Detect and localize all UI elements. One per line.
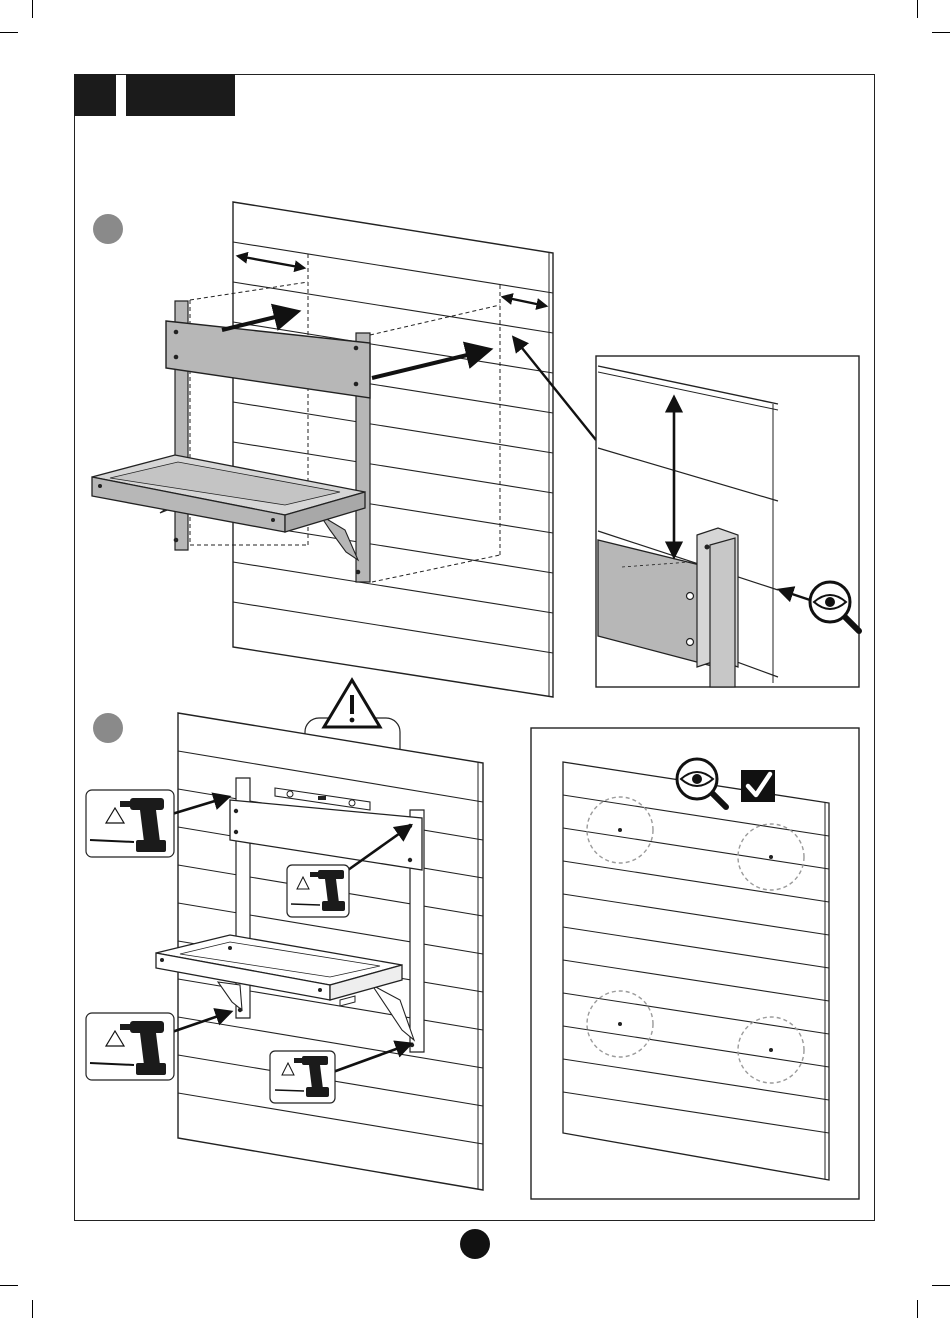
drill-box-3 — [86, 1013, 174, 1080]
drill-box-2 — [287, 865, 349, 917]
wall-panel-step-1 — [233, 202, 553, 697]
drill-box-4 — [270, 1051, 335, 1103]
checkmark-icon — [741, 770, 775, 802]
drill-box-1 — [86, 790, 174, 857]
detail-box-step-1 — [596, 356, 859, 687]
